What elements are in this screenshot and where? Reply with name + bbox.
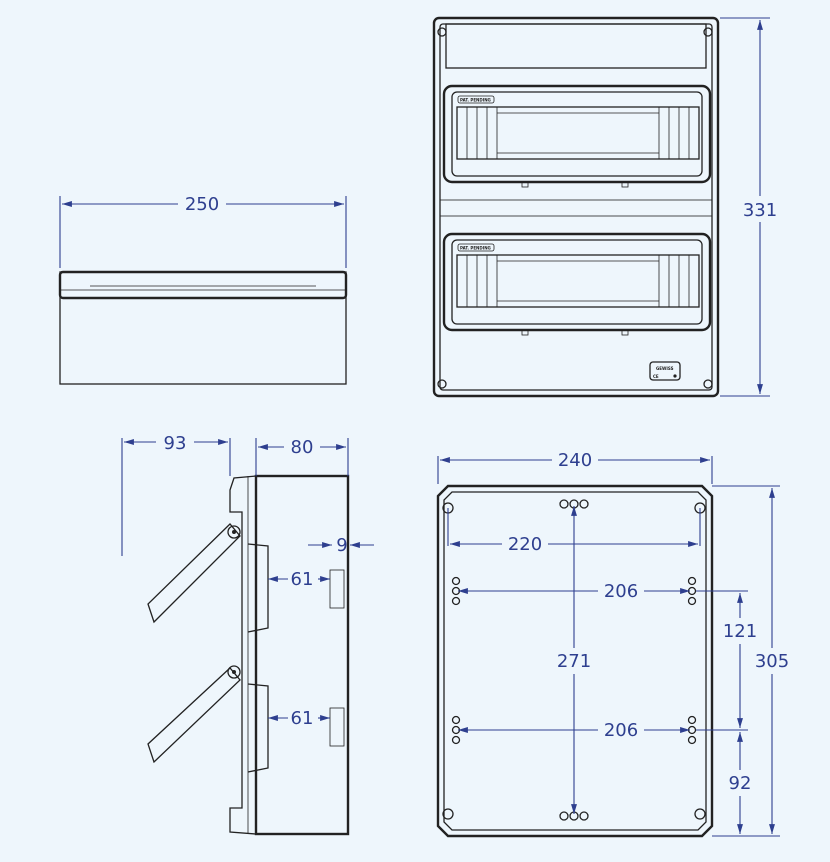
upper-door	[147, 523, 345, 633]
dimension-width-250: 250	[185, 194, 219, 215]
dimension-rail-depth-lower-61: 61	[291, 708, 314, 729]
dimension-height-305: 305	[755, 651, 789, 672]
front-view: PAT. PENDING PAT. PENDING GEWISS CE 331	[432, 16, 777, 398]
logo-plate: GEWISS CE	[649, 361, 681, 381]
dimension-rail-holes-lower-206: 206	[604, 720, 638, 741]
lower-door	[147, 665, 345, 773]
dimension-upper-offset-121: 121	[723, 621, 757, 642]
svg-text:GEWISS: GEWISS	[656, 366, 674, 371]
dimension-door-swing-93: 93	[164, 433, 187, 454]
side-view: 93 80 9 61 61	[121, 433, 374, 836]
svg-text:PAT. PENDING: PAT. PENDING	[460, 98, 491, 103]
dimension-hole-spacing-220: 220	[508, 534, 542, 555]
dimension-height-331: 331	[743, 200, 777, 221]
dimension-lower-offset-92: 92	[729, 773, 752, 794]
dimension-width-240: 240	[558, 450, 592, 471]
dimension-rail-depth-upper-61: 61	[291, 569, 314, 590]
svg-text:CE: CE	[653, 374, 659, 379]
dimension-rail-offset-9: 9	[336, 535, 347, 556]
back-view: 240 220 206 206 271 305 121 92	[436, 450, 789, 838]
dimension-rail-holes-upper-206: 206	[604, 581, 638, 602]
dimension-depth-80: 80	[291, 437, 314, 458]
lower-window: PAT. PENDING	[442, 232, 712, 336]
svg-text:PAT. PENDING: PAT. PENDING	[460, 246, 491, 251]
dimension-hole-spacing-271: 271	[557, 651, 591, 672]
top-view: 250	[58, 194, 348, 385]
upper-window: PAT. PENDING	[442, 84, 712, 188]
